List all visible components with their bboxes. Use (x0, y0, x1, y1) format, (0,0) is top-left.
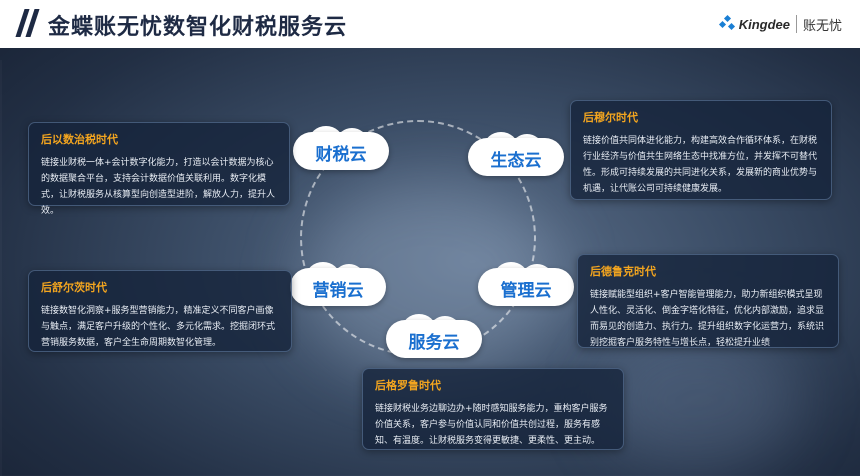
kingdee-logo-icon (718, 14, 736, 32)
cloud-service-label: 服务云 (408, 333, 460, 353)
card-title: 后穆尔时代 (583, 111, 638, 124)
card-body: 链接业财税一体+会计数字化能力，打造以会计数据为核心的数据聚合平台，支持会计数据… (41, 158, 276, 216)
card-body: 链接数智化洞察+服务型营销能力，精准定义不同客户画像与触点，满足客户升级的个性化… (41, 306, 276, 348)
cloud-marketing: 营销云 (290, 262, 386, 306)
logo-divider (795, 15, 797, 33)
cloud-finance: 财税云 (293, 126, 389, 170)
card-body: 链接赋能型组织+客户智能管理能力，助力新组织模式呈现人性化、灵活化、倒金字塔化特… (590, 290, 825, 348)
cloud-service: 服务云 (386, 314, 482, 358)
background-glow (600, 330, 800, 470)
card-post-drucker-era: 后德鲁克时代 链接赋能型组织+客户智能管理能力，助力新组织模式呈现人性化、灵活化… (577, 254, 839, 348)
kingdee-logo: Kingdee 账无忧 (718, 12, 842, 36)
card-body: 链接财税业务边聊边办+随时感知服务能力，重构客户服务价值关系，客户参与价值认同和… (375, 404, 608, 446)
card-title: 后格罗鲁时代 (375, 379, 441, 392)
brand-name-cn: 账无忧 (802, 18, 842, 34)
card-post-grove-era: 后格罗鲁时代 链接财税业务边聊边办+随时感知服务能力，重构客户服务价值关系，客户… (362, 368, 624, 450)
cloud-ecology-label: 生态云 (490, 151, 542, 171)
card-post-schultz-era: 后舒尔茨时代 链接数智化洞察+服务型营销能力，精准定义不同客户画像与触点，满足客… (28, 270, 292, 352)
cloud-management-label: 管理云 (500, 281, 552, 301)
card-title: 后以数治税时代 (41, 133, 118, 146)
header-bar: 金蝶账无忧数智化财税服务云 Kingdee 账无忧 (0, 0, 860, 48)
brand-name-en: Kingdee (738, 16, 790, 32)
cloud-marketing-label: 营销云 (312, 281, 364, 301)
cloud-finance-label: 财税云 (315, 145, 367, 165)
card-title: 后德鲁克时代 (590, 265, 656, 278)
cloud-ecology: 生态云 (468, 132, 564, 176)
card-post-moore-era: 后穆尔时代 链接价值共同体进化能力，构建高效合作循环体系，在财税行业经济与价值共… (570, 100, 832, 200)
card-title: 后舒尔茨时代 (41, 281, 107, 294)
card-body: 链接价值共同体进化能力，构建高效合作循环体系，在财税行业经济与价值共生网络生态中… (583, 136, 818, 194)
card-post-tax-era: 后以数治税时代 链接业财税一体+会计数字化能力，打造以会计数据为核心的数据聚合平… (28, 122, 290, 216)
page-title: 金蝶账无忧数智化财税服务云 (48, 15, 348, 40)
cloud-management: 管理云 (478, 262, 574, 306)
